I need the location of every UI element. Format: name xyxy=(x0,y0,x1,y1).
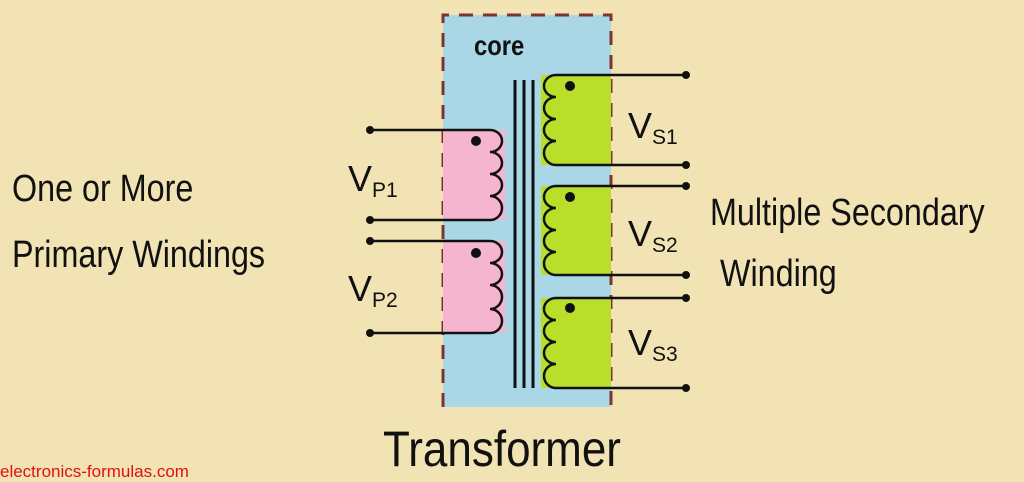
secondary-label-line1: Multiple Secondary xyxy=(710,192,985,234)
core-label: core xyxy=(474,30,525,61)
vs3-label: VS3 xyxy=(628,322,678,366)
secondary-coil-3 xyxy=(542,296,686,390)
vp1-label: VP1 xyxy=(348,158,398,202)
vp2-label: VP2 xyxy=(348,268,398,312)
secondary-label-line2: Winding xyxy=(720,253,837,295)
watermark: electronics-formulas.com xyxy=(0,462,189,481)
diagram-title: Transformer xyxy=(383,421,621,477)
vs1-label: VS1 xyxy=(628,105,678,149)
primary-coil-1 xyxy=(370,128,504,222)
primary-coil-2 xyxy=(370,239,504,335)
primary-label-line1: One or More xyxy=(12,168,194,210)
primary-label-line2: Primary Windings xyxy=(12,234,266,276)
secondary-coil-2 xyxy=(542,184,686,277)
polarity-dots xyxy=(471,81,575,313)
vs2-label: VS2 xyxy=(628,213,678,257)
core-laminations xyxy=(513,80,535,388)
secondary-coil-1 xyxy=(542,73,686,167)
terminals xyxy=(366,71,690,392)
